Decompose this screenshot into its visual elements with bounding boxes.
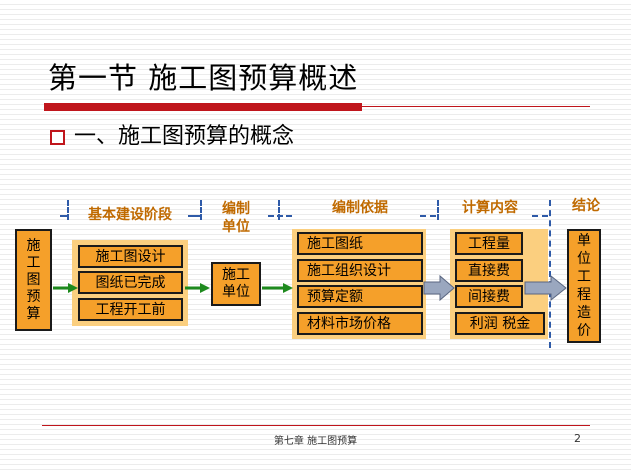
- column-separator: [437, 200, 439, 220]
- page-number: 2: [574, 432, 581, 445]
- column-separator: [200, 200, 202, 220]
- content-item: 工程量: [455, 232, 523, 255]
- block-arrow-2: [524, 274, 567, 302]
- basis-item: 预算定额: [297, 285, 423, 308]
- slide-title: 第一节 施工图预算概述: [48, 61, 359, 95]
- block-arrow-1: [423, 274, 455, 302]
- bullet-square-icon: [50, 130, 65, 145]
- stage-item: 施工图设计: [78, 245, 183, 268]
- header-unit-line2: 单位: [222, 219, 250, 235]
- stage-item: 图纸已完成: [78, 271, 183, 294]
- basis-item: 施工图纸: [297, 232, 423, 255]
- title-underline-thin: [362, 106, 590, 107]
- header-guide: [420, 215, 436, 217]
- footer-chapter: 第七章 施工图预算: [273, 436, 358, 447]
- header-guide: [188, 215, 200, 217]
- box-unit-project-cost: 单 位 工 程 造 价: [567, 229, 601, 343]
- content-item: 利润 税金: [455, 312, 545, 335]
- header-guide: [268, 215, 292, 217]
- footer-rule: [42, 425, 590, 426]
- basis-item: 材料市场价格: [297, 312, 423, 335]
- header-guide: [532, 215, 548, 217]
- box-construction-unit: 施工 单位: [211, 262, 261, 306]
- column-separator: [549, 200, 551, 348]
- header-result: 结论: [572, 198, 600, 214]
- basis-item: 施工组织设计: [297, 259, 423, 282]
- header-basis: 编制依据: [332, 200, 388, 216]
- slide-subtitle: 一、施工图预算的概念: [74, 124, 295, 149]
- stage-item: 工程开工前: [78, 298, 183, 321]
- header-unit-line1: 编制: [222, 201, 250, 217]
- green-arrow-1: [53, 283, 78, 293]
- box-construction-drawing-budget: 施 工 图 预 算: [15, 229, 52, 331]
- column-separator: [67, 200, 69, 220]
- content-item: 直接费: [455, 259, 523, 282]
- column-separator: [278, 200, 280, 220]
- header-content: 计算内容: [462, 200, 518, 216]
- title-underline: [44, 103, 362, 111]
- header-guide: [60, 215, 68, 217]
- green-arrow-2: [185, 283, 210, 293]
- green-arrow-3: [262, 283, 293, 293]
- content-item: 间接费: [455, 285, 523, 308]
- header-stage: 基本建设阶段: [88, 207, 172, 223]
